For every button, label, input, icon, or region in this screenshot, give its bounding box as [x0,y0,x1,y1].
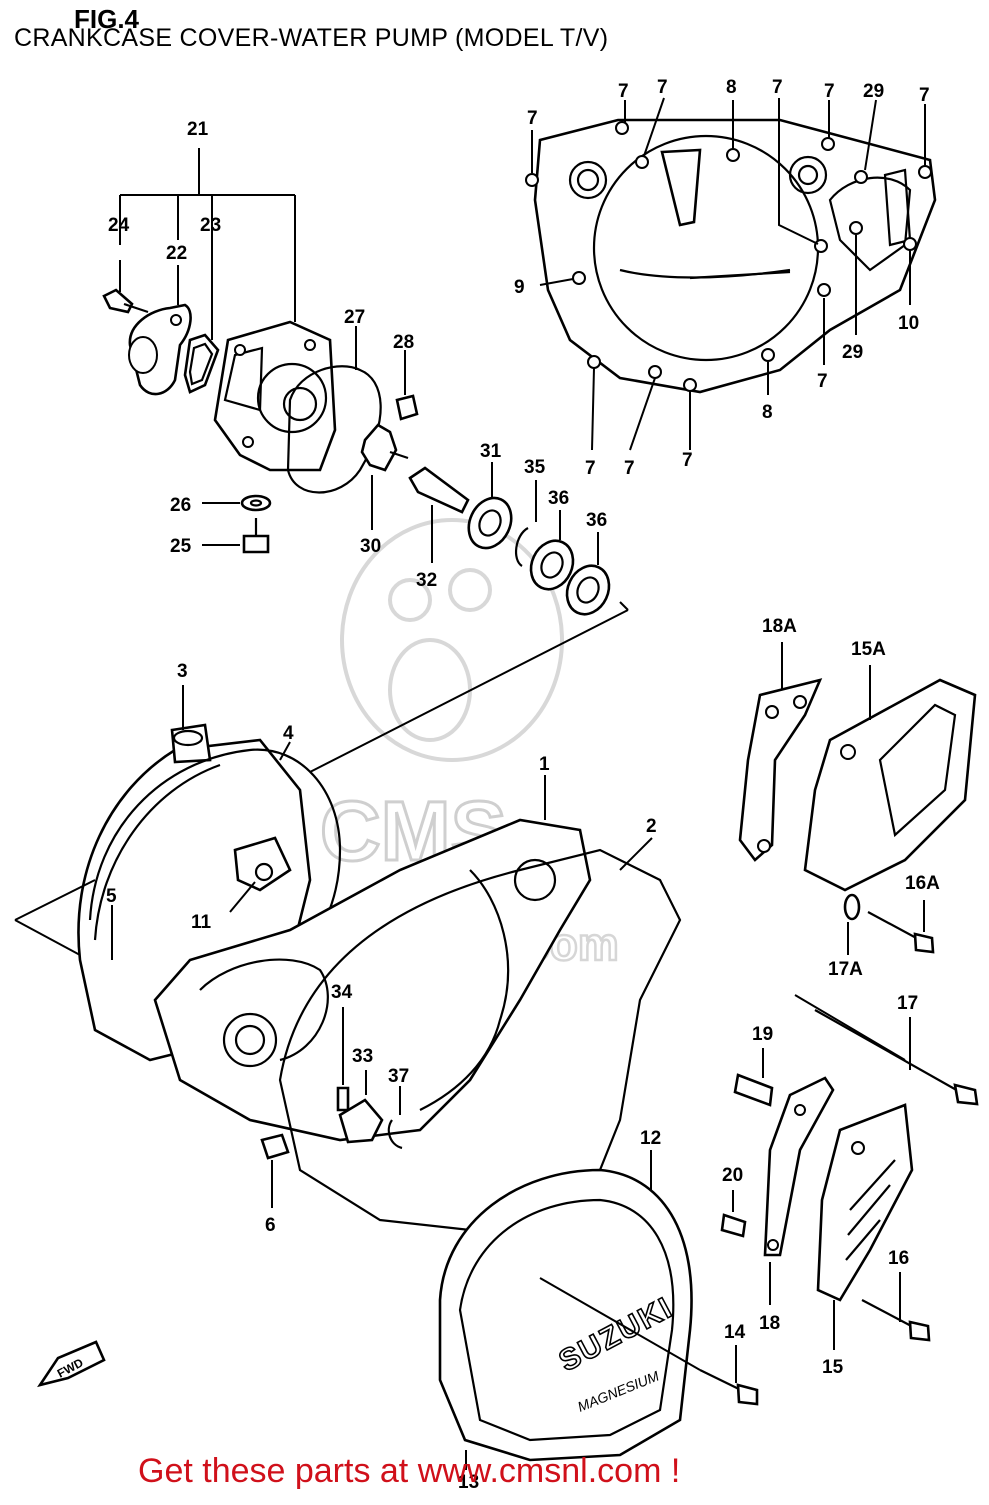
part-25-drain-bolt[interactable] [202,518,270,554]
callout-21[interactable]: 21 [187,119,209,140]
callout-16[interactable]: 16 [888,1248,909,1269]
part-15a-guard[interactable] [803,665,977,892]
promo-footer-link[interactable]: Get these parts at www.cmsnl.com ! [138,1452,681,1490]
callout-7d[interactable]: 7 [772,77,783,98]
callout-7g[interactable]: 7 [817,371,828,392]
callout-4[interactable]: 4 [283,723,294,744]
callout-7e[interactable]: 7 [824,81,835,102]
callout-13[interactable]: 13 [458,1472,479,1493]
crankcase-assembly[interactable] [14,685,682,1232]
part-18-bracket[interactable] [763,1076,835,1305]
callout-30[interactable]: 30 [360,536,381,557]
callout-7b[interactable]: 7 [618,81,629,102]
callout-17[interactable]: 17 [897,993,918,1014]
callout-31[interactable]: 31 [480,441,502,462]
part-17-long-bolt[interactable] [794,994,979,1106]
callout-7c[interactable]: 7 [657,77,668,98]
callout-35[interactable]: 35 [524,457,546,478]
part-30-impeller[interactable] [360,423,409,530]
callout-11[interactable]: 11 [191,912,212,933]
callout-8b[interactable]: 8 [762,402,773,423]
forward-direction-arrow: FWD [37,1340,106,1388]
part-22-outlet-pipe[interactable] [128,265,192,396]
callout-8a[interactable]: 8 [726,77,737,98]
figure-label: FIG.4 [74,4,140,34]
callout-18[interactable]: 18 [759,1313,780,1334]
part-36-bearing-2[interactable] [559,532,616,621]
callout-23[interactable]: 23 [200,215,221,236]
callout-25[interactable]: 25 [170,536,192,557]
part-15-guard[interactable] [816,1103,914,1350]
part-27-gasket[interactable] [286,326,382,494]
callout-22[interactable]: 22 [166,243,187,264]
part-12-clutch-cover[interactable]: SUZUKI MAGNESIUM [438,1150,693,1470]
callout-7j[interactable]: 7 [682,450,693,471]
part-26-washer[interactable] [202,494,272,512]
part-23-gasket[interactable] [183,240,220,394]
callout-17a[interactable]: 17A [828,959,863,980]
callout-18a[interactable]: 18A [762,616,797,637]
part-17a-washer[interactable] [843,893,861,955]
callout-33[interactable]: 33 [352,1046,373,1067]
callout-12[interactable]: 12 [640,1128,661,1149]
callout-19[interactable]: 19 [752,1024,773,1045]
callout-29a[interactable]: 29 [863,81,884,102]
callout-26[interactable]: 26 [170,495,191,516]
callout-2[interactable]: 2 [646,816,657,837]
callout-6[interactable]: 6 [265,1215,276,1236]
callout-7i[interactable]: 7 [624,458,635,479]
callout-3[interactable]: 3 [177,661,188,682]
callout-9[interactable]: 9 [514,277,525,298]
callout-7h[interactable]: 7 [585,458,596,479]
callout-27[interactable]: 27 [344,307,365,328]
part-31-bearing[interactable] [461,462,519,555]
part-14-bolt[interactable] [699,1345,759,1406]
callout-7f[interactable]: 7 [919,85,930,106]
water-pump-assembly [102,148,629,773]
part-35-circlip[interactable] [514,480,537,567]
part-16a-bolt[interactable] [867,900,935,954]
callout-14[interactable]: 14 [724,1322,746,1343]
callout-10[interactable]: 10 [898,313,919,334]
callout-29b[interactable]: 29 [842,342,863,363]
callout-15[interactable]: 15 [822,1357,844,1378]
part-21-pump-body[interactable] [213,320,337,472]
clutch-cover-inner-view[interactable] [525,97,937,451]
diagram-subtitle: CRANKCASE COVER-WATER PUMP (MODEL T/V) [14,24,609,52]
part-24-bolt[interactable] [102,260,149,314]
part-20-collar[interactable] [720,1190,747,1238]
callout-28[interactable]: 28 [393,332,414,353]
callout-36a[interactable]: 36 [548,488,569,509]
part-16-bolt[interactable] [861,1272,931,1342]
part-28-dowel[interactable] [395,350,419,421]
callout-20[interactable]: 20 [722,1165,743,1186]
part-36-bearing-1[interactable] [523,510,580,596]
part-19-collar[interactable] [733,1048,774,1107]
callout-7a[interactable]: 7 [527,108,538,129]
callout-32[interactable]: 32 [416,570,437,591]
callout-5[interactable]: 5 [106,886,117,907]
callout-24[interactable]: 24 [108,215,130,236]
callout-1[interactable]: 1 [539,754,550,775]
callout-34[interactable]: 34 [331,982,353,1003]
part-18a-bracket[interactable] [738,642,823,862]
callout-36b[interactable]: 36 [586,510,607,531]
callout-16a[interactable]: 16A [905,873,940,894]
callout-labels: 21 24 22 23 27 28 26 25 30 32 31 35 36 3… [106,77,940,1493]
callout-37[interactable]: 37 [388,1066,409,1087]
part-32-pump-shaft[interactable] [408,466,470,563]
callout-15a[interactable]: 15A [851,639,886,660]
